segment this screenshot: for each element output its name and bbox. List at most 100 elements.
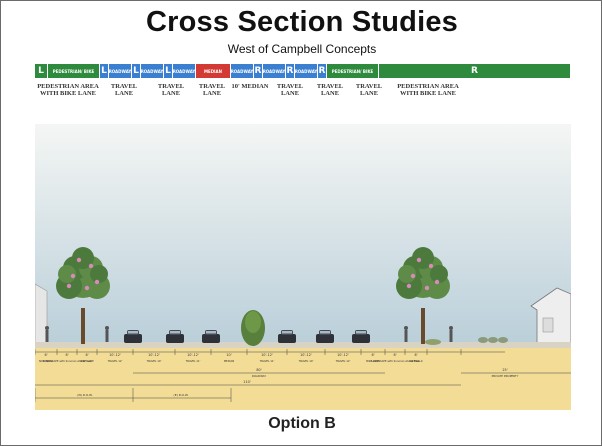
band-segment: ROADWAY	[109, 64, 132, 78]
lane-label: TRAVEL LANE	[316, 83, 344, 97]
car-3-body	[202, 334, 220, 343]
right-tree-blossom	[434, 279, 440, 285]
dimension-caption: LANDSCAPE with Sonoran shade tree	[371, 359, 420, 363]
band-segment-label: ROADWAY	[173, 68, 196, 74]
dimension-caption: SIDE-WALK	[39, 359, 54, 363]
median-shrub-highlight	[245, 311, 261, 333]
right-tree-foliage	[412, 247, 434, 269]
total-dimension-value: 110'	[243, 380, 250, 384]
lane-label: PEDESTRIAN AREA WITH BIKE LANE	[397, 83, 459, 97]
car-4-windshield	[282, 331, 292, 334]
landscape-shrub	[425, 339, 441, 345]
roadway-dimension-caption: ROADWAY	[252, 374, 266, 378]
left-tree-blossom	[76, 257, 82, 263]
dimension-caption: BIKE LANE	[80, 359, 94, 363]
slide-title: Cross Section Studies	[146, 6, 458, 38]
left-cyclist-body	[105, 330, 109, 342]
left-pedestrian-body	[45, 330, 49, 342]
band-segment-label: PEDESTRIAN/ BIKE	[331, 68, 374, 74]
curb	[35, 342, 571, 348]
band-segment: ROADWAY	[173, 64, 196, 78]
car-1-body	[124, 334, 142, 343]
band-segment: R	[379, 64, 571, 78]
dimension-caption: TRAVEL 12'	[336, 359, 351, 363]
band-segment: L	[35, 64, 48, 78]
band-segment-label: ROADWAY	[263, 68, 286, 74]
right-tree-blossom	[406, 283, 412, 289]
band-segment-label: R	[471, 66, 478, 76]
dimension-value: 10'	[226, 353, 231, 357]
row-left-label: (N) R.O.W.	[77, 393, 92, 397]
left-tree-foliage	[90, 265, 108, 283]
lane-label: TRAVEL LANE	[157, 83, 185, 97]
street-scene: 6' SIDE-WALK 6' LANDSCAPE with Sonoran shad…	[35, 124, 571, 410]
lane-label: TRAVEL LANE	[276, 83, 304, 97]
band-segment-label: ROADWAY	[231, 68, 254, 74]
dimension-value: 10'-12'	[109, 353, 121, 357]
left-tree-trunk	[81, 308, 85, 344]
dimension-value: 6'	[393, 353, 396, 357]
right-building	[530, 287, 571, 345]
option-label: Option B	[268, 415, 336, 432]
right-pedestrian-body	[449, 330, 453, 342]
lane-label: PEDESTRIAN AREA WITH BIKE LANE	[37, 83, 99, 97]
dimension-caption: SIDEWALK	[409, 359, 423, 363]
band-segment-label: PEDESTRIAN/ BIKE	[52, 68, 95, 74]
dimension-value: 6'	[371, 353, 374, 357]
dimension-value: 6'	[85, 353, 88, 357]
band-segment: R	[254, 64, 263, 78]
band-segment-label: MEDIAN	[204, 68, 222, 74]
band-segment-label: R	[254, 66, 262, 76]
car-6-body	[352, 334, 370, 343]
low-shrub	[478, 337, 488, 343]
dimension-value: 6'	[414, 353, 417, 357]
band-segment-label: R	[286, 66, 294, 76]
dimension-caption: TRAVEL 11'	[260, 359, 275, 363]
band-segment: ROADWAY	[231, 64, 254, 78]
left-tree-foliage	[58, 265, 76, 283]
band-segment: ROADWAY	[141, 64, 164, 78]
left-cyclist-head	[105, 326, 109, 330]
left-tree-blossom	[84, 285, 90, 291]
dimension-caption: MEDIAN	[224, 359, 234, 363]
right-pedestrian-head	[449, 326, 453, 330]
car-2-windshield	[170, 331, 180, 334]
band-segment: L	[100, 64, 109, 78]
band-segment: ROADWAY	[263, 64, 286, 78]
dimension-value: 10'-12'	[300, 353, 312, 357]
band-segment-label: L	[133, 66, 139, 76]
right-cyclist-body	[404, 330, 408, 342]
right-cyclist-head	[404, 326, 408, 330]
lane-label: TRAVEL LANE	[198, 83, 226, 97]
dimension-caption: BIKE LANE	[366, 359, 380, 363]
dimension-caption: LANDSCAPE with Sonoran shade tree	[43, 359, 92, 363]
private-dimension-caption: PRIVATE PROPERTY	[492, 374, 519, 378]
right-tree-blossom	[428, 263, 434, 269]
car-5-body	[316, 334, 334, 343]
band-segment: L	[164, 64, 173, 78]
lane-labels: PEDESTRIAN AREA WITH BIKE LANE TRAVEL LAN…	[35, 83, 571, 123]
band-segment: ROADWAY	[295, 64, 318, 78]
car-6-windshield	[356, 331, 366, 334]
dimension-caption: TRAVEL 11'	[186, 359, 201, 363]
band-segment-label: L	[101, 66, 107, 76]
roadway-dimension-value: 80'	[256, 368, 261, 372]
band-segment: R	[286, 64, 295, 78]
dimension-value: 10'-12'	[261, 353, 273, 357]
right-tree-blossom	[424, 285, 430, 291]
car-2-body	[166, 334, 184, 343]
low-shrub	[488, 337, 498, 343]
band-segment: PEDESTRIAN/ BIKE	[327, 64, 379, 78]
left-pedestrian-head	[45, 326, 49, 330]
right-tree-trunk	[421, 308, 425, 344]
lane-label: 10' MEDIAN	[231, 83, 269, 90]
band-segment-label: R	[318, 66, 326, 76]
low-shrub	[498, 337, 508, 343]
left-tree-foliage	[72, 247, 94, 269]
left-tree-blossom	[88, 263, 94, 269]
dimension-caption: TRAVEL 10'	[147, 359, 162, 363]
sky	[35, 124, 571, 349]
